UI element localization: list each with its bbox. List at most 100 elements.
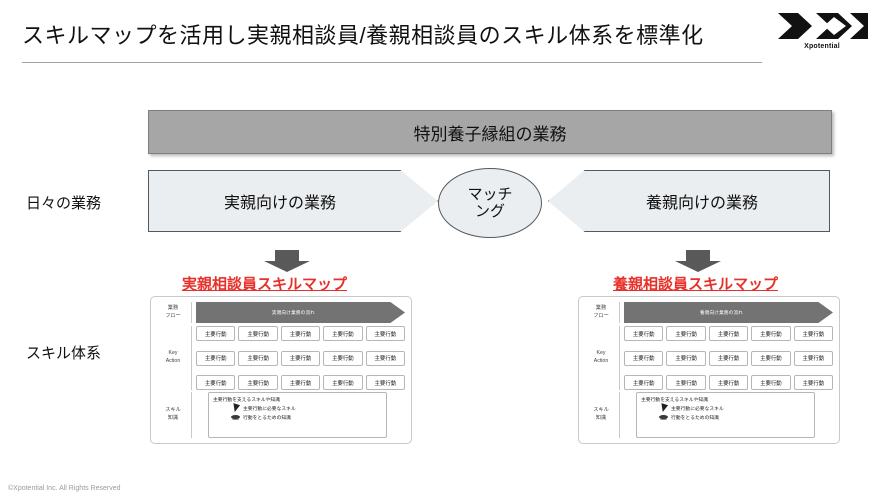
action-cell[interactable]: 主要行動 (793, 350, 834, 366)
action-cell-label: 主要行動 (374, 356, 397, 362)
skill-box-item-knowledge: 行動をとるための知識 (213, 413, 382, 421)
action-cell[interactable]: 主要行動 (708, 350, 749, 366)
skillmap-panel-left: 業務 フロー 実親向け業務の流れ Key Action 主要行動 主要行動 (150, 296, 412, 444)
down-arrow-right-icon (675, 250, 721, 272)
action-cell-label: 主要行動 (632, 380, 655, 387)
action-cell[interactable]: 主要行動 (793, 326, 834, 341)
panel-left-divider-3 (191, 392, 192, 438)
action-rowlabel-line1: Key (168, 350, 178, 357)
action-cell[interactable]: 主要行動 (280, 326, 321, 341)
panel-right-action-rowlabel: Key Action (583, 326, 619, 390)
action-cell[interactable]: 主要行動 (751, 326, 791, 341)
action-grid-row: 主要行動 主要行動 主要行動 主要行動 主要行動 (624, 350, 834, 366)
panel-left-divider-2 (191, 326, 192, 390)
action-cell-label: 主要行動 (289, 356, 312, 362)
panel-right-action-row: Key Action 主要行動 主要行動 主要行動 主要行動 主要行動 主要行動… (583, 323, 834, 390)
action-grid-row: 主要行動 主要行動 主要行動 主要行動 主要行動 (624, 326, 834, 341)
logo-mark-icon (772, 10, 872, 42)
logo-caption: Xpotential (804, 43, 840, 50)
business-band: 特別養子縁組の業務 (148, 110, 832, 154)
title-divider (22, 62, 762, 63)
action-cell-label: 主要行動 (760, 356, 782, 362)
action-cell[interactable]: 主要行動 (323, 326, 363, 341)
action-cell-label: 主要行動 (802, 331, 825, 338)
action-grid-row: 主要行動 主要行動 主要行動 主要行動 主要行動 (624, 375, 834, 390)
action-cell[interactable]: 主要行動 (280, 375, 321, 390)
panel-right-divider-3 (619, 392, 620, 438)
flow-rowlabel-line2: フロー (593, 312, 609, 319)
cursor-arrow-icon (658, 403, 669, 413)
skill-rowlabel-line2: 知識 (595, 415, 607, 421)
action-cell[interactable]: 主要行動 (751, 350, 791, 366)
action-cell[interactable]: 主要行動 (666, 326, 706, 341)
arrow-birth-parent-label: 実親向けの業務 (223, 195, 336, 212)
skill-box-item-skill: 主要行動に必要なスキル (641, 403, 810, 413)
action-grid-row: 主要行動 主要行動 主要行動 主要行動 主要行動 (196, 350, 406, 366)
action-cell-label: 主要行動 (632, 331, 655, 338)
action-cell[interactable]: 主要行動 (196, 375, 236, 390)
skill-box-heading: 主要行動を支えるスキルや知識 (213, 398, 281, 403)
panel-left-action-body: 主要行動 主要行動 主要行動 主要行動 主要行動 主要行動 主要行動 主要行動 … (196, 326, 406, 390)
action-cell-label: 主要行動 (675, 380, 697, 387)
action-cell[interactable]: 主要行動 (751, 375, 791, 390)
action-cell-label: 主要行動 (204, 331, 227, 338)
skill-rowlabel-line1: スキル (593, 407, 609, 414)
skill-box-item-skill: 主要行動に必要なスキル (213, 403, 382, 413)
action-cell[interactable]: 主要行動 (624, 350, 664, 366)
panel-left-flow-arrow: 実親向け業務の流れ (196, 302, 405, 323)
action-cell[interactable]: 主要行動 (323, 375, 363, 390)
skill-box-item-knowledge-label: 行動をとるための知識 (243, 415, 291, 421)
caption-adoptive-parent-skillmap: 養親相談員スキルマップ (613, 276, 779, 293)
action-cell-label: 主要行動 (717, 380, 740, 387)
panel-left-action-grid: 主要行動 主要行動 主要行動 主要行動 主要行動 主要行動 主要行動 主要行動 … (196, 326, 406, 390)
skillmap-panel-right: 業務 フロー 養親向け業務の流れ Key Action 主要行動 主要行動 (578, 296, 840, 444)
action-cell[interactable]: 主要行動 (238, 326, 278, 341)
skill-rowlabel-line2: 知識 (167, 415, 179, 421)
action-cell[interactable]: 主要行動 (196, 326, 236, 341)
skill-rowlabel-line1: スキル (165, 407, 181, 414)
panel-left-skill-rowlabel: スキル 知識 (155, 392, 191, 438)
arrow-birth-parent-business: 実親向けの業務 (148, 170, 438, 232)
action-cell[interactable]: 主要行動 (365, 326, 406, 341)
panel-left-skill-box: 主要行動を支えるスキルや知識 主要行動に必要なスキル 行動をとるための知識 (208, 392, 387, 438)
action-cell[interactable]: 主要行動 (708, 375, 749, 390)
panel-left-skill-row: スキル 知識 主要行動を支えるスキルや知識 主要行動に必要なスキル 行動をとるた… (155, 390, 405, 438)
action-cell[interactable]: 主要行動 (323, 350, 363, 366)
action-cell[interactable]: 主要行動 (365, 350, 406, 366)
action-cell-label: 主要行動 (247, 380, 269, 387)
action-cell-label: 主要行動 (332, 380, 354, 387)
action-cell[interactable]: 主要行動 (666, 375, 706, 390)
matching-label-line1: マッチ (467, 185, 513, 203)
matching-label-line2: ング (474, 203, 505, 220)
panel-right-skill-box: 主要行動を支えるスキルや知識 主要行動に必要なスキル 行動をとるための知識 (636, 392, 815, 438)
action-cell-label: 主要行動 (204, 380, 227, 387)
action-cell[interactable]: 主要行動 (238, 350, 278, 366)
action-cell[interactable]: 主要行動 (666, 350, 706, 366)
action-cell[interactable]: 主要行動 (280, 350, 321, 366)
action-cell[interactable]: 主要行動 (365, 375, 406, 390)
footer-copyright: ©Xpotential Inc. All Rights Reserved (8, 485, 121, 492)
panel-left-flow-rowlabel: 業務 フロー (155, 302, 191, 323)
panel-right-action-grid: 主要行動 主要行動 主要行動 主要行動 主要行動 主要行動 主要行動 主要行動 … (624, 326, 834, 390)
action-cell-label: 主要行動 (289, 331, 312, 338)
action-cell-label: 主要行動 (332, 331, 354, 338)
matching-circle: マッチ ング (438, 168, 542, 238)
action-cell[interactable]: 主要行動 (793, 375, 834, 390)
action-cell-label: 主要行動 (374, 331, 397, 338)
panel-right-flow-rowlabel: 業務 フロー (583, 302, 619, 323)
panel-right-action-body: 主要行動 主要行動 主要行動 主要行動 主要行動 主要行動 主要行動 主要行動 … (624, 326, 834, 390)
action-cell-label: 主要行動 (247, 356, 269, 362)
action-cell[interactable]: 主要行動 (624, 375, 664, 390)
panel-right-flow-arrow: 養親向け業務の流れ (624, 302, 833, 323)
arrow-adoptive-parent-business: 養親向けの業務 (548, 170, 830, 232)
action-cell[interactable]: 主要行動 (196, 350, 236, 366)
action-rowlabel-line2: Action (165, 358, 181, 364)
action-cell[interactable]: 主要行動 (624, 326, 664, 341)
panel-left-flow-row: 業務 フロー 実親向け業務の流れ (155, 302, 405, 323)
action-cell-label: 主要行動 (760, 331, 782, 338)
action-cell-label: 主要行動 (247, 331, 269, 338)
cursor-arrow-icon (230, 403, 241, 413)
action-cell[interactable]: 主要行動 (238, 375, 278, 390)
action-cell[interactable]: 主要行動 (708, 326, 749, 341)
panel-right-divider-1 (619, 302, 620, 323)
